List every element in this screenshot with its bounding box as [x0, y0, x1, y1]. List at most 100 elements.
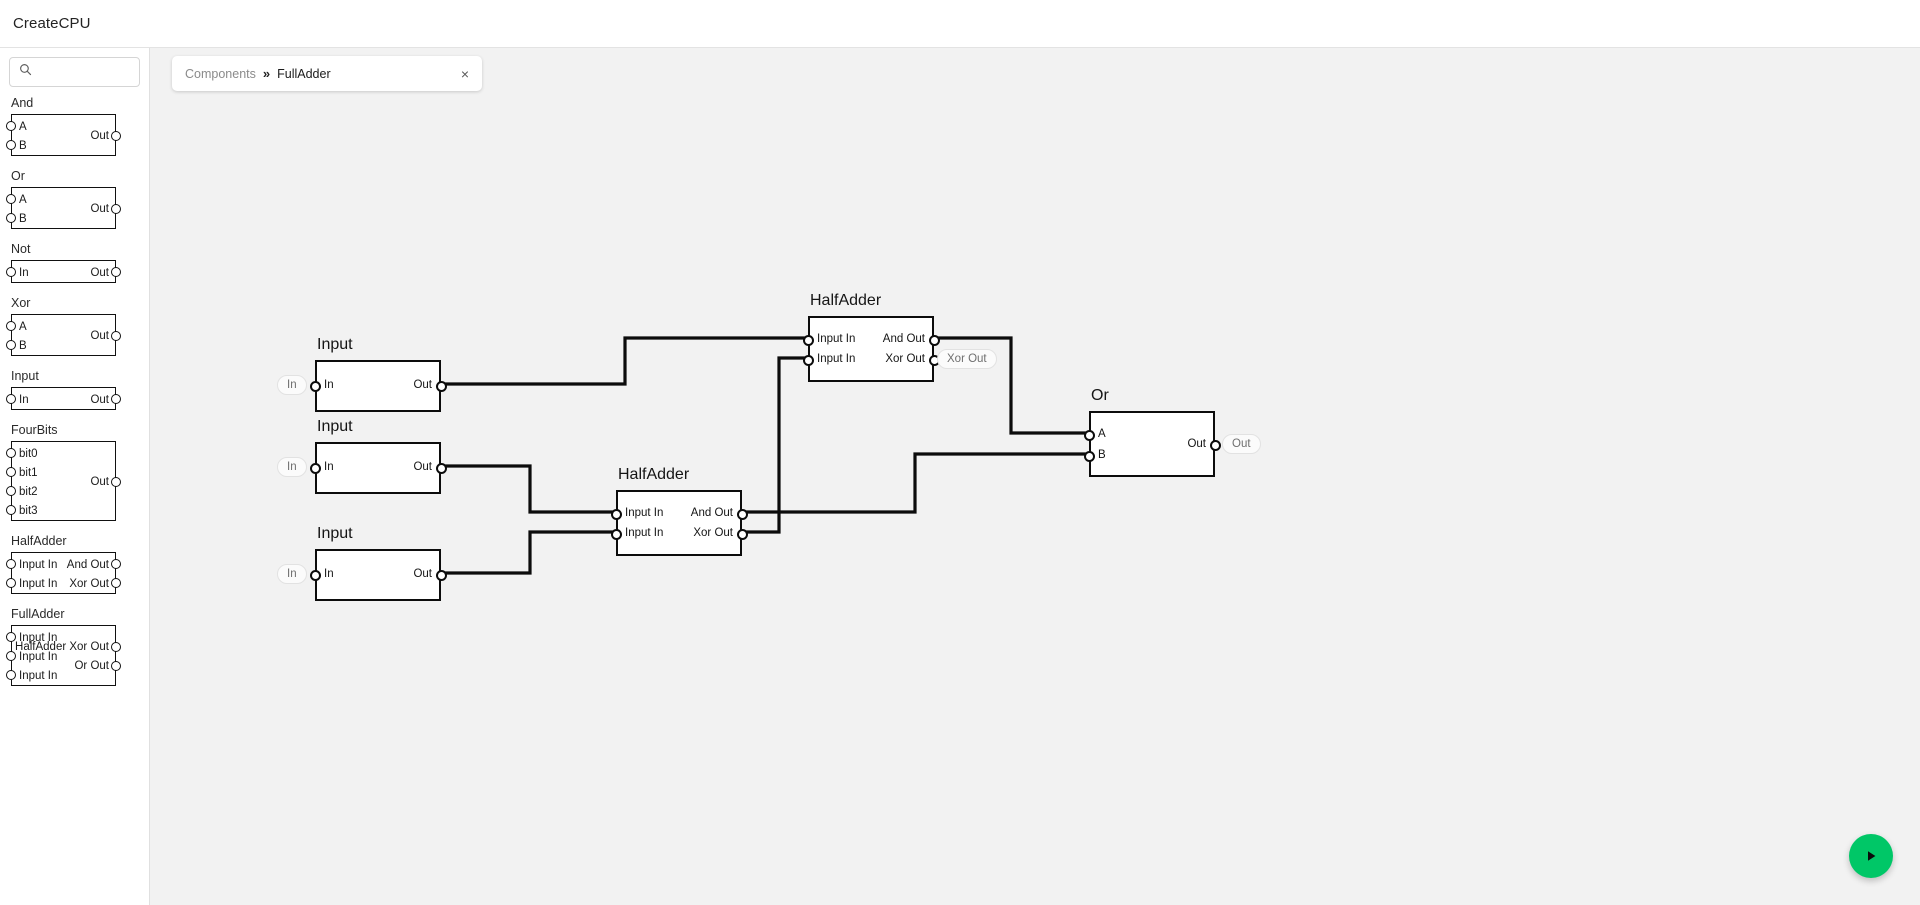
node-output-port[interactable] [736, 528, 748, 540]
io-pill-in3[interactable]: In [277, 564, 307, 584]
palette-output-port[interactable] [111, 130, 121, 141]
palette-input-port[interactable] [6, 321, 16, 331]
io-pill-xor[interactable]: Xor Out [937, 349, 997, 369]
node-output-label: Xor Out [693, 527, 733, 539]
breadcrumb-tab[interactable]: Components » FullAdder × [172, 56, 482, 91]
io-pill-out[interactable]: Out [1222, 434, 1261, 454]
node-output-port[interactable] [435, 569, 447, 581]
node-output-port[interactable] [928, 334, 940, 346]
palette-input-port[interactable] [6, 394, 16, 404]
node-input-label: A [1098, 428, 1106, 440]
node-input-port[interactable] [802, 334, 814, 346]
node-output-port[interactable] [435, 462, 447, 474]
palette-output-port[interactable] [111, 476, 121, 487]
palette-output-port[interactable] [111, 203, 121, 214]
palette-input-label: A [19, 320, 27, 333]
palette-input-label: In [19, 266, 29, 279]
io-pill-in1[interactable]: In [277, 375, 307, 395]
palette-input-port[interactable] [6, 448, 16, 458]
palette-input-port[interactable] [6, 340, 16, 350]
palette-input-port[interactable] [6, 559, 16, 569]
palette-input-port[interactable] [6, 651, 16, 661]
palette-output-port[interactable] [111, 559, 121, 569]
node-input-port[interactable] [610, 508, 622, 520]
node-input-port[interactable] [309, 380, 321, 392]
node-input-port[interactable] [1083, 429, 1095, 441]
palette-output-label: Out [90, 330, 109, 342]
palette-output-port[interactable] [111, 641, 121, 652]
node-input-port[interactable] [1083, 450, 1095, 462]
breadcrumb-root[interactable]: Components [185, 66, 256, 81]
palette-input-port[interactable] [6, 505, 16, 515]
wire-input2-to-half2-in1 [441, 464, 616, 514]
wire-input3-to-half2-in2 [441, 530, 616, 575]
palette-input-port[interactable] [6, 140, 16, 150]
node-input-port[interactable] [610, 528, 622, 540]
palette-output-label: Out [90, 203, 109, 215]
palette-item-label: FullAdder [11, 607, 65, 621]
play-icon [1868, 851, 1876, 861]
palette-output-port[interactable] [111, 330, 121, 341]
palette-output-port[interactable] [111, 267, 121, 277]
node-input-port[interactable] [309, 462, 321, 474]
search-box[interactable] [9, 57, 140, 87]
palette-item-label: Not [11, 242, 31, 256]
palette-input-port[interactable] [6, 632, 16, 642]
palette-input-port[interactable] [6, 121, 16, 131]
io-pill-in2[interactable]: In [277, 457, 307, 477]
node-title: Or [1091, 387, 1109, 404]
node-input-label: Input In [625, 527, 664, 539]
search-input[interactable] [38, 59, 134, 85]
node-title: Input [317, 336, 353, 353]
palette-item-label: Or [11, 169, 25, 183]
node-input-port[interactable] [802, 354, 814, 366]
palette-input-port[interactable] [6, 194, 16, 204]
palette-input-port[interactable] [6, 670, 16, 680]
palette-output-port[interactable] [111, 394, 121, 404]
node-input-port[interactable] [309, 569, 321, 581]
close-icon[interactable]: × [460, 65, 469, 82]
node-output-port[interactable] [736, 508, 748, 520]
palette-input-port[interactable] [6, 267, 16, 277]
palette-output-port[interactable] [111, 578, 121, 588]
palette-input-port[interactable] [6, 486, 16, 496]
palette-input-port[interactable] [6, 213, 16, 223]
palette-input-port[interactable] [6, 578, 16, 588]
node-output-port[interactable] [435, 380, 447, 392]
palette-output-port[interactable] [111, 660, 121, 671]
palette-input-port[interactable] [6, 467, 16, 477]
app-bar: CreateCPU [0, 0, 1920, 48]
node-output-port[interactable] [1209, 439, 1221, 451]
wire-half2-and-to-or-b [742, 452, 1089, 514]
run-simulation-button[interactable] [1849, 834, 1893, 878]
